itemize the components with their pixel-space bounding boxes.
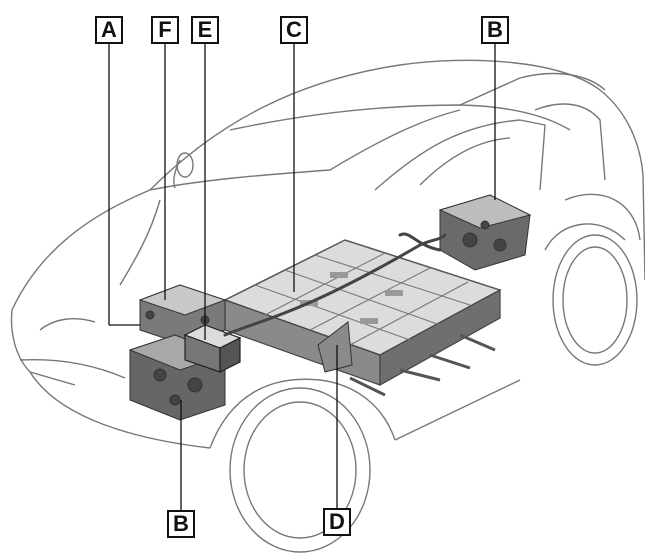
rear-motor-unit xyxy=(438,194,532,271)
wheels xyxy=(209,223,638,553)
front-wheel xyxy=(229,387,371,553)
callout-d: D xyxy=(323,508,351,536)
high-voltage-cables xyxy=(223,232,447,337)
callout-b-rear: B xyxy=(481,16,509,44)
callout-e: E xyxy=(191,16,219,44)
car-body-outline xyxy=(10,59,645,449)
charging-port xyxy=(317,321,353,373)
battery-pack xyxy=(223,239,502,397)
callout-a: A xyxy=(95,16,123,44)
callout-f: F xyxy=(151,16,179,44)
leader-lines xyxy=(108,44,496,510)
rear-wheel xyxy=(552,234,638,366)
auxiliary-battery xyxy=(183,324,242,373)
callout-c: C xyxy=(280,16,308,44)
callout-b-front: B xyxy=(167,510,195,538)
